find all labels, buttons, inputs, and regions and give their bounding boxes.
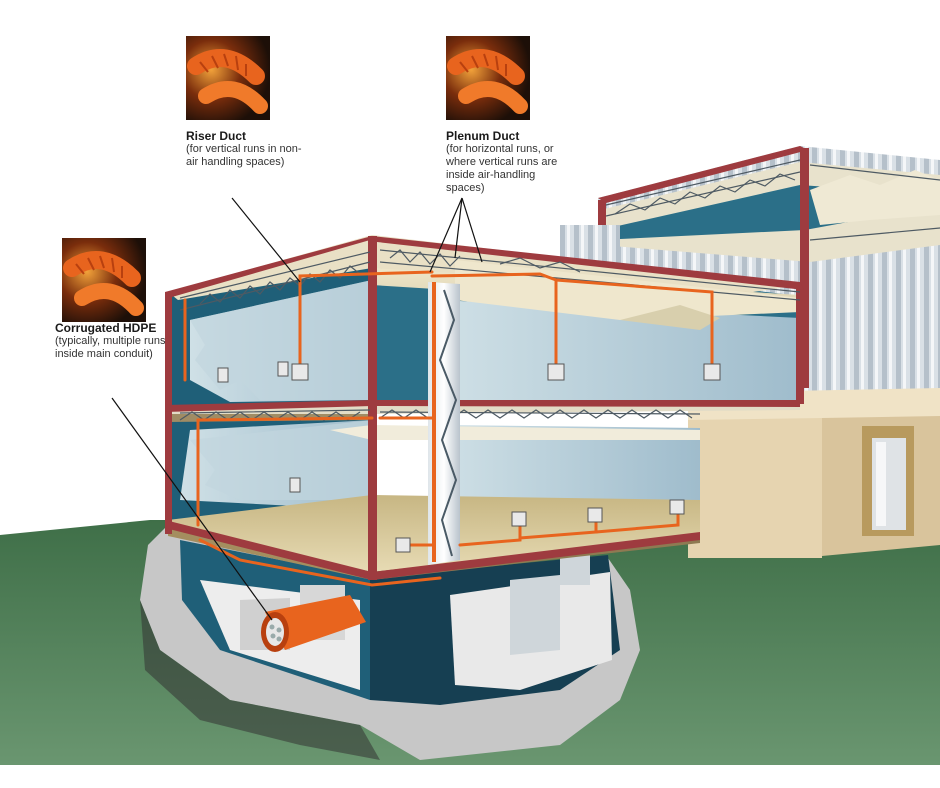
main-building xyxy=(165,159,940,587)
riser-shaft xyxy=(428,282,460,565)
plenum-duct-title: Plenum Duct xyxy=(446,129,520,143)
riser-duct-callout: Riser Duct (for vertical runs in non-air… xyxy=(186,130,306,169)
steel-frame xyxy=(165,236,804,580)
outlet-boxes xyxy=(217,361,721,553)
callout-leaders xyxy=(111,197,483,621)
riser-duct-title: Riser Duct xyxy=(186,129,247,143)
hdpe-main-conduit xyxy=(261,595,366,652)
orange-corrugated-duct-icon xyxy=(446,36,530,120)
background-building xyxy=(560,146,940,395)
riser-duct-description: (for vertical runs in non-air handling s… xyxy=(186,143,302,168)
plenum-duct-thumbnail xyxy=(446,36,530,120)
bg-truss xyxy=(605,159,940,241)
plenum-duct-callout: Plenum Duct (for horizontal runs, or whe… xyxy=(446,130,576,195)
hdpe-title: Corrugated HDPE xyxy=(55,321,157,335)
riser-duct-thumbnail xyxy=(186,36,270,120)
hdpe-duct-thumbnail xyxy=(62,238,146,322)
orange-corrugated-duct-icon xyxy=(186,36,270,120)
lobby-annex xyxy=(688,388,940,558)
roof-truss xyxy=(179,249,801,421)
orange-corrugated-duct-icon xyxy=(62,238,146,322)
duct-runs xyxy=(183,270,714,587)
hdpe-description: (typically, multiple runs inside main co… xyxy=(55,335,166,360)
plenum-duct-description: (for horizontal runs, or where vertical … xyxy=(446,143,558,194)
hdpe-callout: Corrugated HDPE (typically, multiple run… xyxy=(55,322,175,361)
